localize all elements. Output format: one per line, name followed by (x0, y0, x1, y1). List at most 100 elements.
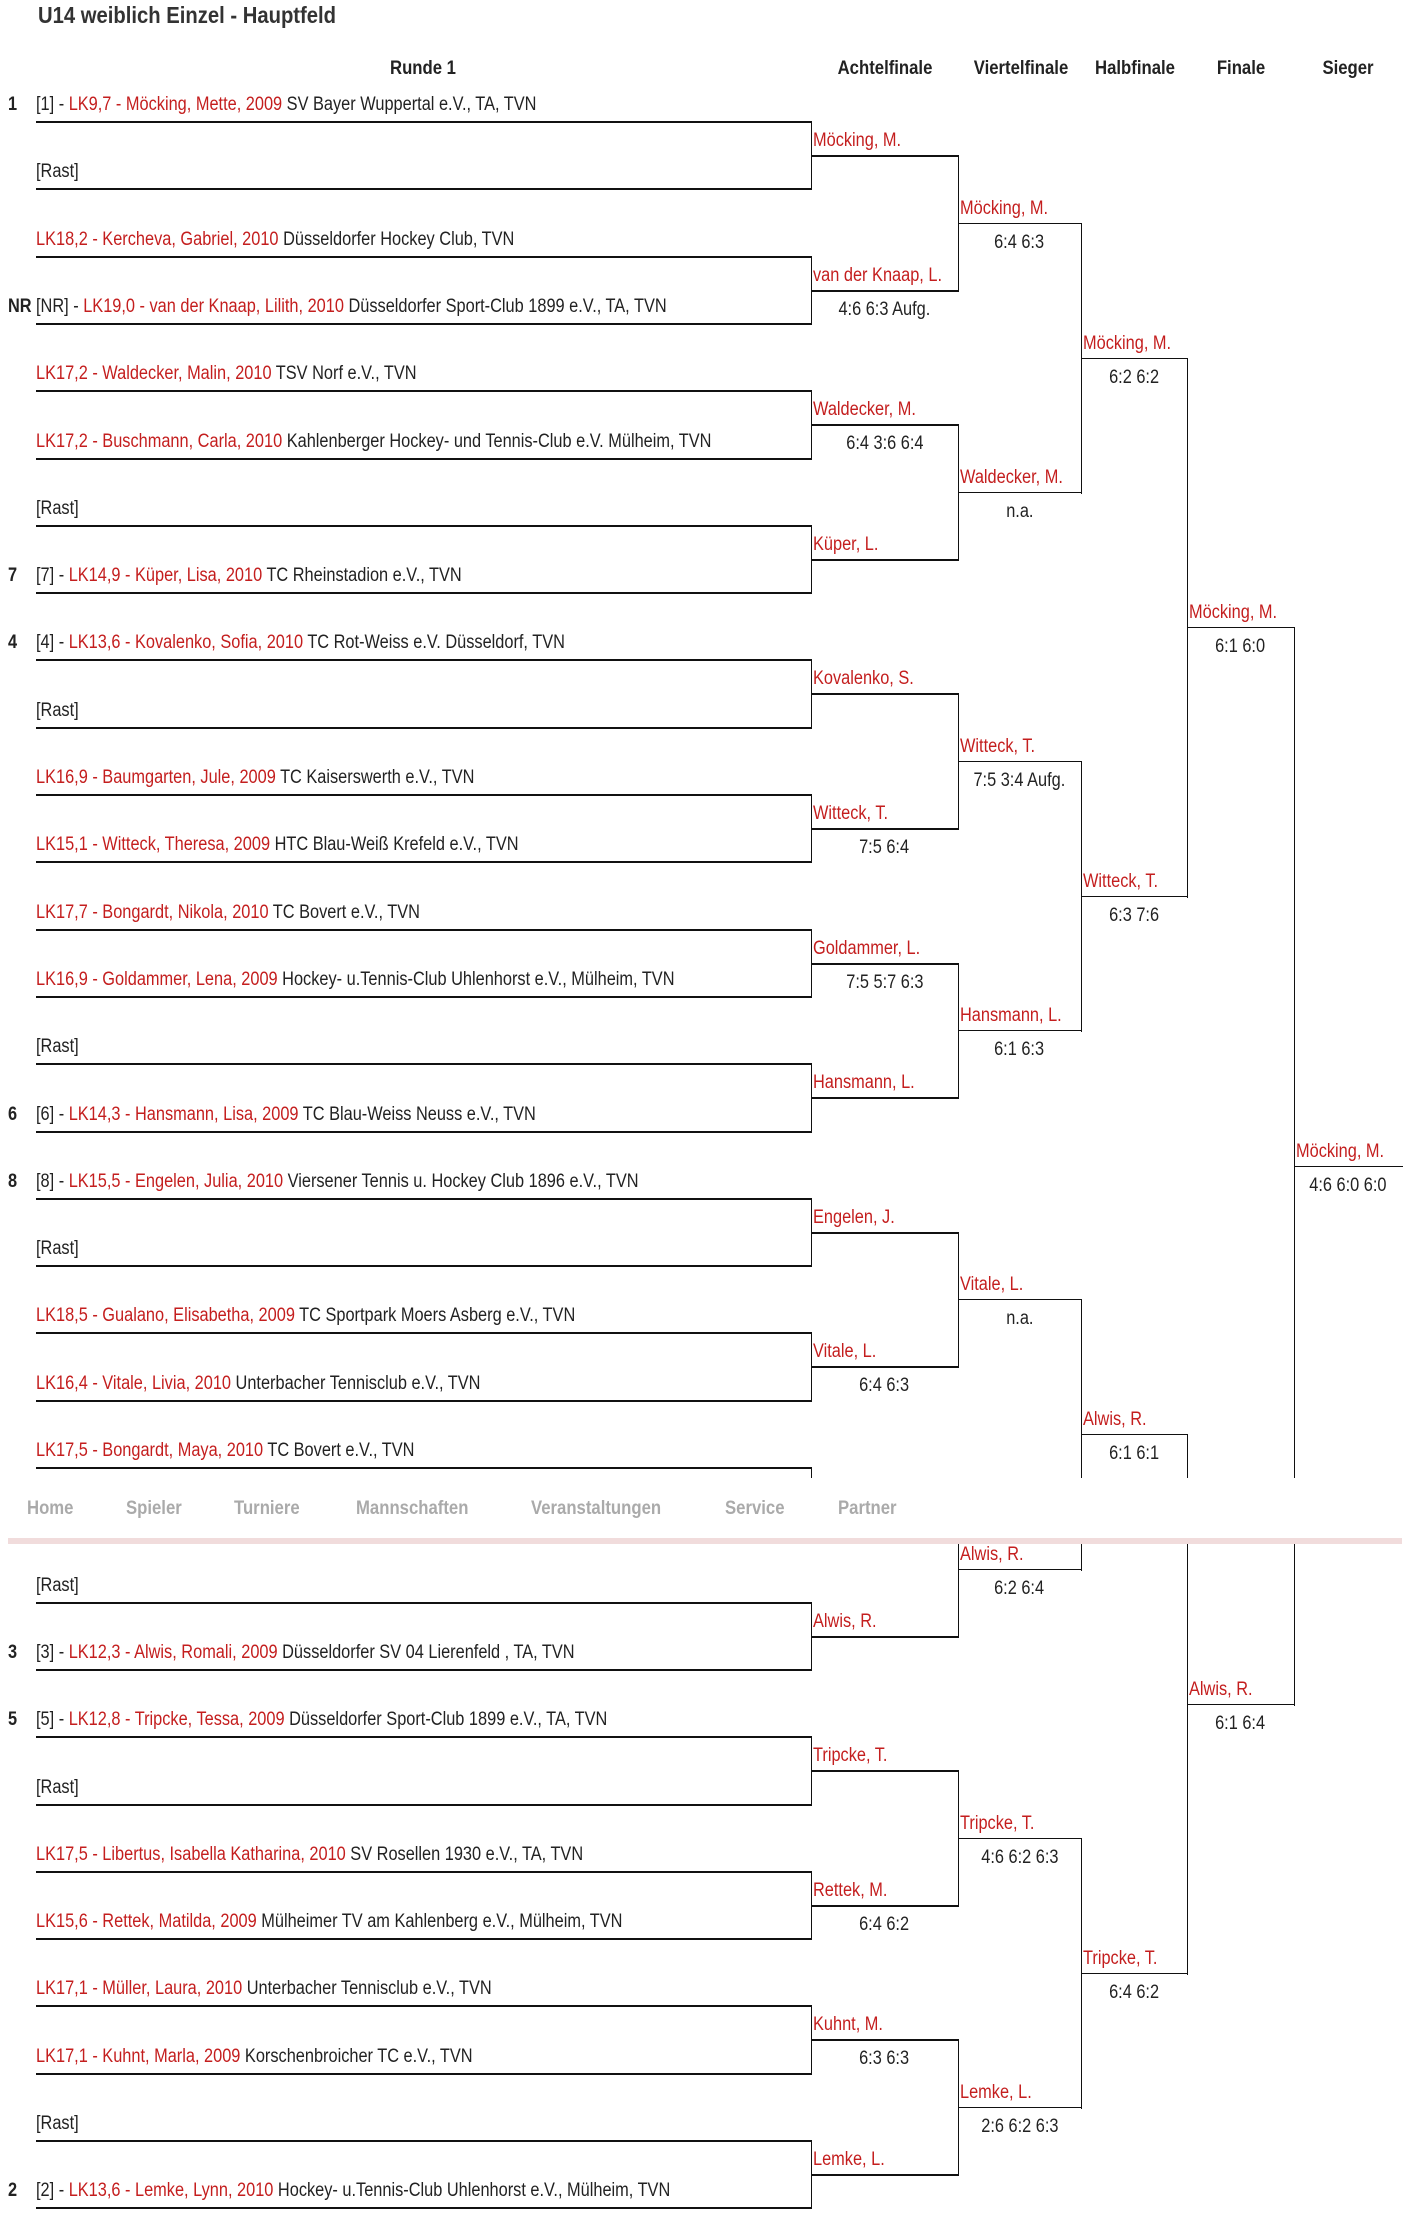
winner-name[interactable]: Alwis, R. (960, 1544, 1024, 1565)
player-name[interactable]: LK17,2 - Buschmann, Carla, 2010 (36, 431, 283, 452)
player-entry[interactable]: LK17,7 - Bongardt, Nikola, 2010 TC Bover… (36, 902, 420, 924)
player-entry[interactable]: LK16,9 - Baumgarten, Jule, 2009 TC Kaise… (36, 767, 474, 789)
player-entry[interactable]: LK17,2 - Buschmann, Carla, 2010 Kahlenbe… (36, 431, 711, 453)
player-entry[interactable]: [Rast] (36, 1777, 79, 1799)
player-entry[interactable]: [2] - LK13,6 - Lemke, Lynn, 2010 Hockey-… (36, 2180, 670, 2202)
seed-number: NR (8, 296, 32, 317)
nav-partner[interactable]: Partner (838, 1498, 897, 1519)
nav-service[interactable]: Service (725, 1498, 785, 1519)
match-score: 6:1 6:1 (1081, 1443, 1187, 1465)
winner-name[interactable]: Möcking, M. (813, 130, 902, 151)
winner-name[interactable]: Witteck, T. (813, 803, 889, 824)
winner-name[interactable]: Witteck, T. (1083, 871, 1159, 892)
player-name[interactable]: LK12,8 - Tripcke, Tessa, 2009 (68, 1709, 285, 1730)
winner-name[interactable]: Alwis, R. (1189, 1679, 1253, 1700)
player-entry[interactable]: [Rast] (36, 161, 79, 183)
winner-name[interactable]: Lemke, L. (960, 2082, 1032, 2103)
player-name[interactable]: LK15,6 - Rettek, Matilda, 2009 (36, 1911, 257, 1932)
player-entry[interactable]: [7] - LK14,9 - Küper, Lisa, 2010 TC Rhei… (36, 565, 462, 587)
winner-name[interactable]: Kovalenko, S. (813, 668, 914, 689)
nav-home[interactable]: Home (27, 1498, 74, 1519)
player-entry[interactable]: LK15,1 - Witteck, Theresa, 2009 HTC Blau… (36, 834, 519, 856)
winner-name[interactable]: Lemke, L. (813, 2149, 885, 2170)
player-name[interactable]: LK17,5 - Libertus, Isabella Katharina, 2… (36, 1844, 346, 1865)
winner-name[interactable]: Vitale, L. (813, 1341, 877, 1362)
winner-name[interactable]: Engelen, J. (813, 1207, 895, 1228)
player-entry[interactable]: [3] - LK12,3 - Alwis, Romali, 2009 Düsse… (36, 1642, 575, 1664)
player-entry[interactable]: LK16,4 - Vitale, Livia, 2010 Unterbacher… (36, 1373, 480, 1395)
winner-name[interactable]: Waldecker, M. (813, 399, 916, 420)
winner-name[interactable]: Alwis, R. (1083, 1409, 1147, 1430)
player-name[interactable]: LK13,6 - Lemke, Lynn, 2010 (68, 2180, 274, 2201)
player-entry[interactable]: LK17,2 - Waldecker, Malin, 2010 TSV Norf… (36, 363, 417, 385)
winner-name[interactable]: Vitale, L. (960, 1274, 1024, 1295)
player-entry[interactable]: [Rast] (36, 2113, 79, 2135)
winner-name[interactable]: Küper, L. (813, 534, 879, 555)
winner-name[interactable]: Hansmann, L. (960, 1005, 1062, 1026)
player-name[interactable]: LK16,9 - Goldammer, Lena, 2009 (36, 969, 278, 990)
player-name[interactable]: LK12,3 - Alwis, Romali, 2009 (68, 1642, 278, 1663)
player-entry[interactable]: [Rast] (36, 1575, 79, 1597)
winner-name[interactable]: Witteck, T. (960, 736, 1036, 757)
nav-turniere[interactable]: Turniere (234, 1498, 300, 1519)
player-name[interactable]: LK14,3 - Hansmann, Lisa, 2009 (68, 1104, 299, 1125)
player-entry[interactable]: LK18,5 - Gualano, Elisabetha, 2009 TC Sp… (36, 1305, 575, 1327)
winner-name[interactable]: Tripcke, T. (813, 1745, 888, 1766)
player-entry[interactable]: [Rast] (36, 1036, 79, 1058)
player-entry[interactable]: LK17,1 - Müller, Laura, 2010 Unterbacher… (36, 1978, 492, 2000)
player-entry[interactable]: LK17,5 - Bongardt, Maya, 2010 TC Bovert … (36, 1440, 414, 1462)
player-name[interactable]: LK18,5 - Gualano, Elisabetha, 2009 (36, 1305, 295, 1326)
nav-mannschaften[interactable]: Mannschaften (356, 1498, 469, 1519)
nav-spieler[interactable]: Spieler (126, 1498, 182, 1519)
winner-name[interactable]: Alwis, R. (813, 1611, 877, 1632)
player-name[interactable]: LK17,1 - Kuhnt, Marla, 2009 (36, 2046, 241, 2067)
bracket-line (36, 1804, 812, 1806)
winner-name[interactable]: Tripcke, T. (1083, 1948, 1158, 1969)
player-entry[interactable]: LK17,1 - Kuhnt, Marla, 2009 Korschenbroi… (36, 2046, 473, 2068)
winner-name[interactable]: Möcking, M. (1189, 602, 1278, 623)
player-entry[interactable]: [8] - LK15,5 - Engelen, Julia, 2010 Vier… (36, 1171, 639, 1193)
winner-name[interactable]: Kuhnt, M. (813, 2014, 883, 2035)
player-entry[interactable]: [1] - LK9,7 - Möcking, Mette, 2009 SV Ba… (36, 94, 536, 116)
club-name: TC Sportpark Moers Asberg e.V., TVN (294, 1305, 576, 1326)
header-viertelfinale: Viertelfinale (973, 58, 1069, 79)
player-entry[interactable]: [Rast] (36, 498, 79, 520)
player-name[interactable]: LK9,7 - Möcking, Mette, 2009 (68, 94, 283, 115)
player-entry[interactable]: [6] - LK14,3 - Hansmann, Lisa, 2009 TC B… (36, 1104, 536, 1126)
winner-name[interactable]: Tripcke, T. (960, 1813, 1035, 1834)
winner-name[interactable]: Waldecker, M. (960, 467, 1063, 488)
main-navigation: Home Spieler Turniere Mannschaften Veran… (8, 1478, 1402, 1544)
player-name[interactable]: LK14,9 - Küper, Lisa, 2010 (68, 565, 263, 586)
player-entry[interactable]: LK15,6 - Rettek, Matilda, 2009 Mülheimer… (36, 1911, 622, 1933)
bracket-line (36, 1871, 812, 1873)
player-name[interactable]: LK17,2 - Waldecker, Malin, 2010 (36, 363, 272, 384)
bracket-line (36, 2140, 812, 2142)
player-name[interactable]: LK15,1 - Witteck, Theresa, 2009 (36, 834, 271, 855)
player-name[interactable]: LK16,4 - Vitale, Livia, 2010 (36, 1373, 232, 1394)
player-name[interactable]: LK17,7 - Bongardt, Nikola, 2010 (36, 902, 269, 923)
winner-name[interactable]: Möcking, M. (1296, 1141, 1385, 1162)
player-name[interactable]: LK18,2 - Kercheva, Gabriel, 2010 (36, 229, 279, 250)
winner-name[interactable]: Rettek, M. (813, 1880, 888, 1901)
player-name[interactable]: LK16,9 - Baumgarten, Jule, 2009 (36, 767, 276, 788)
winner-name[interactable]: Möcking, M. (960, 198, 1049, 219)
winner-name[interactable]: van der Knaap, L. (813, 265, 942, 286)
player-name[interactable]: LK17,5 - Bongardt, Maya, 2010 (36, 1440, 264, 1461)
player-entry[interactable]: [Rast] (36, 1238, 79, 1260)
bracket-connector (1081, 224, 1082, 494)
winner-name[interactable]: Möcking, M. (1083, 333, 1172, 354)
player-name[interactable]: LK19,0 - van der Knaap, Lilith, 2010 (83, 296, 344, 317)
player-name[interactable]: LK17,1 - Müller, Laura, 2010 (36, 1978, 243, 1999)
player-entry[interactable]: [Rast] (36, 700, 79, 722)
player-entry[interactable]: LK16,9 - Goldammer, Lena, 2009 Hockey- u… (36, 969, 675, 991)
player-entry[interactable]: LK18,2 - Kercheva, Gabriel, 2010 Düsseld… (36, 229, 514, 251)
winner-name[interactable]: Hansmann, L. (813, 1072, 915, 1093)
player-entry[interactable]: [4] - LK13,6 - Kovalenko, Sofia, 2010 TC… (36, 632, 565, 654)
player-name[interactable]: LK15,5 - Engelen, Julia, 2010 (68, 1171, 284, 1192)
nav-veranstaltungen[interactable]: Veranstaltungen (531, 1498, 662, 1519)
player-entry[interactable]: [5] - LK12,8 - Tripcke, Tessa, 2009 Düss… (36, 1709, 607, 1731)
player-name[interactable]: LK13,6 - Kovalenko, Sofia, 2010 (68, 632, 304, 653)
player-entry[interactable]: [NR] - LK19,0 - van der Knaap, Lilith, 2… (36, 296, 667, 318)
player-entry[interactable]: LK17,5 - Libertus, Isabella Katharina, 2… (36, 1844, 583, 1866)
winner-name[interactable]: Goldammer, L. (813, 938, 921, 959)
